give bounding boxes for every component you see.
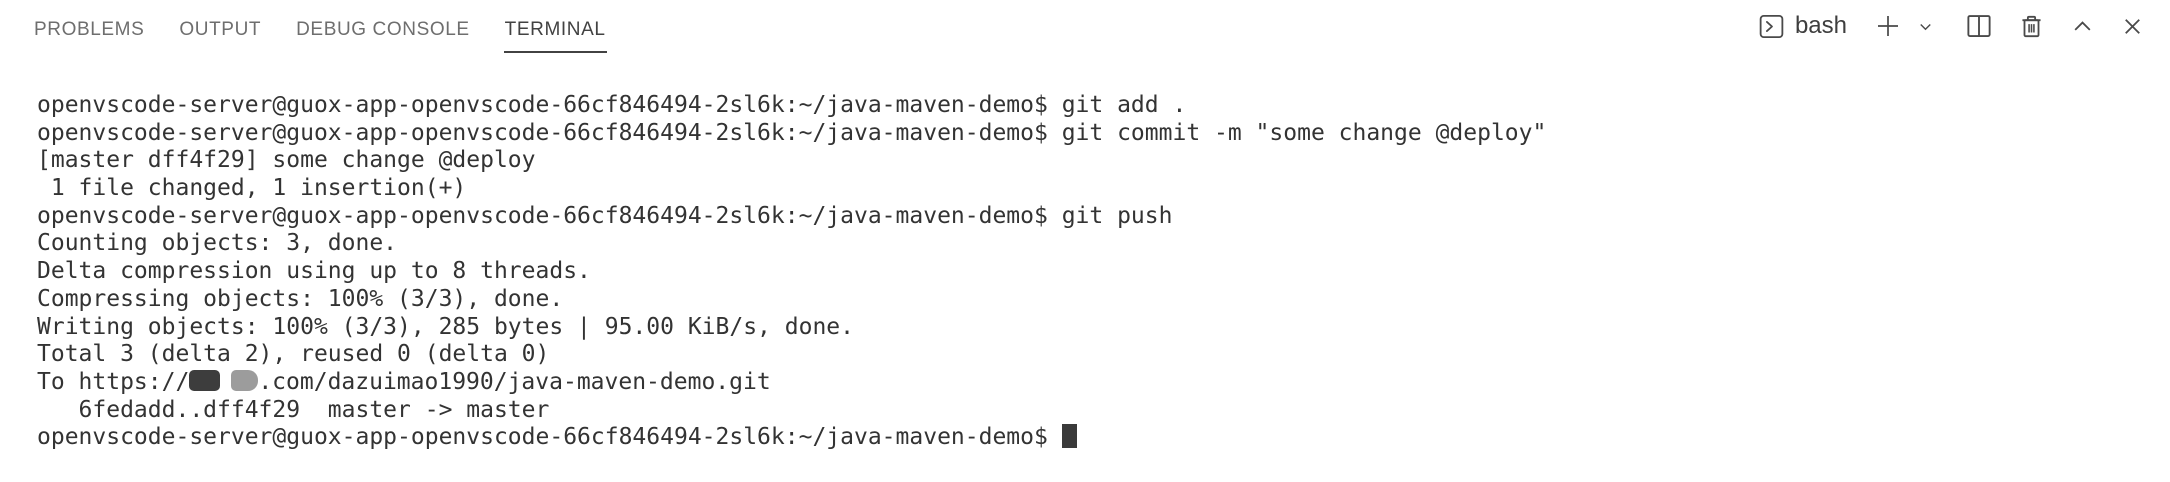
terminal-text: Counting objects: 3, done. [37, 230, 398, 257]
terminal-text: [master dff4f29] some change @deploy [37, 147, 536, 174]
terminal-text: git add . [1047, 92, 1187, 118]
terminal-prompt: openvscode-server@guox-app-openvscode-66… [37, 92, 1048, 118]
terminal-line: Counting objects: 3, done. [37, 230, 2150, 258]
terminal-line: [master dff4f29] some change @deploy [37, 147, 2150, 175]
tab-terminal[interactable]: TERMINAL [503, 17, 607, 53]
terminal-text: 1 file changed, 1 insertion(+) [37, 175, 467, 202]
plus-icon [1872, 10, 1904, 42]
terminal-line: openvscode-server@guox-app-openvscode-66… [37, 120, 2150, 148]
trash-icon [2017, 12, 2046, 41]
terminal-text: .com/dazuimao1990/java-maven-demo.git [258, 368, 771, 395]
terminal-text: To https:// [37, 368, 190, 395]
panel-tabs: PROBLEMS OUTPUT DEBUG CONSOLE TERMINAL [33, 5, 607, 53]
terminal-text: Compressing objects: 100% (3/3), done. [37, 285, 564, 312]
redaction-box-dark [189, 369, 221, 391]
terminal-text: git push [1047, 202, 1173, 229]
split-terminal-button[interactable] [1962, 9, 1996, 43]
terminal-line: openvscode-server@guox-app-openvscode-66… [37, 424, 2150, 452]
tab-output[interactable]: OUTPUT [178, 17, 262, 53]
terminal-text: Delta compression using up to 8 threads. [37, 258, 591, 285]
terminal-prompt: openvscode-server@guox-app-openvscode-66… [37, 202, 1048, 229]
terminal-line: Compressing objects: 100% (3/3), done. [37, 286, 2150, 314]
terminal-text [1048, 424, 1062, 450]
close-icon [2119, 13, 2146, 40]
terminal-cursor [1061, 424, 1077, 449]
terminal-output[interactable]: openvscode-server@guox-app-openvscode-66… [0, 58, 2170, 452]
panel-header: PROBLEMS OUTPUT DEBUG CONSOLE TERMINAL bash [0, 0, 2170, 58]
split-editor-icon [1964, 11, 1994, 41]
new-terminal-button[interactable] [1870, 8, 1906, 44]
terminal-prompt: openvscode-server@guox-app-openvscode-66… [37, 119, 1048, 146]
terminal-text: Total 3 (delta 2), reused 0 (delta 0) [37, 341, 550, 368]
tab-debug-console[interactable]: DEBUG CONSOLE [295, 17, 471, 53]
terminal-actions: bash [1757, 8, 2148, 50]
terminal-line: openvscode-server@guox-app-openvscode-66… [37, 92, 2150, 120]
chevron-up-icon [2069, 13, 2096, 40]
chevron-down-icon [1916, 17, 1935, 36]
terminal-line: 1 file changed, 1 insertion(+) [37, 175, 2150, 203]
terminal-line: 6fedadd..dff4f29 master -> master [37, 397, 2150, 425]
terminal-line: openvscode-server@guox-app-openvscode-66… [37, 203, 2150, 231]
terminal-prompt: openvscode-server@guox-app-openvscode-66… [37, 424, 1048, 451]
kill-terminal-button[interactable] [2015, 10, 2048, 43]
terminal-line: Delta compression using up to 8 threads. [37, 258, 2150, 286]
terminal-text: 6fedadd..dff4f29 master -> master [37, 396, 550, 423]
redaction-box-light [231, 369, 259, 391]
terminal-line: To https:// .com/dazuimao1990/java-maven-… [37, 369, 2150, 397]
terminal-icon [1757, 12, 1786, 41]
terminal-text: git commit -m "some change @deploy" [1047, 119, 1547, 146]
close-panel-button[interactable] [2117, 11, 2148, 42]
terminal-line: Total 3 (delta 2), reused 0 (delta 0) [37, 341, 2150, 369]
shell-label: bash [1794, 12, 1847, 39]
terminal-text: Writing objects: 100% (3/3), 285 bytes |… [37, 313, 854, 340]
shell-picker[interactable]: bash [1757, 12, 1847, 41]
terminal-line: Writing objects: 100% (3/3), 285 bytes |… [37, 314, 2150, 342]
maximize-panel-button[interactable] [2067, 11, 2098, 42]
tab-problems[interactable]: PROBLEMS [33, 17, 145, 53]
terminal-profile-dropdown-button[interactable] [1914, 15, 1937, 38]
new-terminal-group [1870, 8, 1937, 44]
